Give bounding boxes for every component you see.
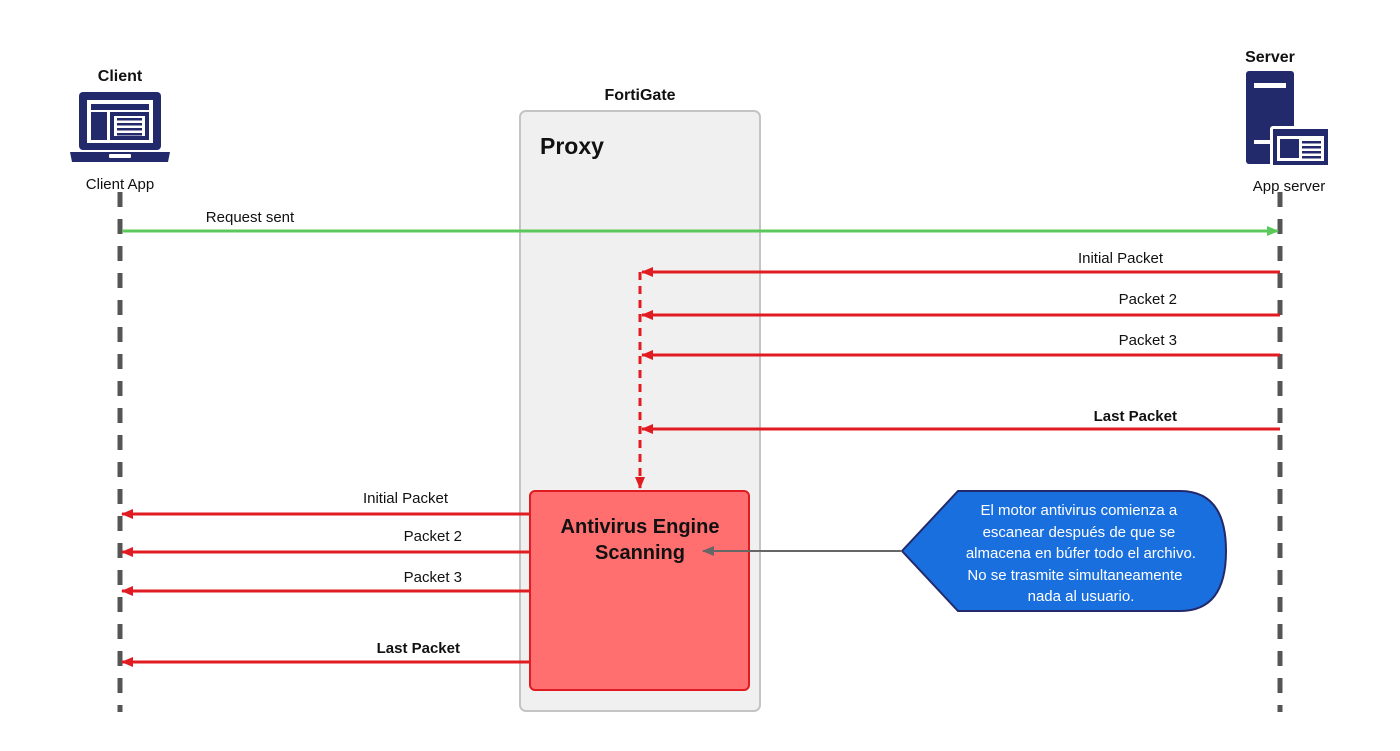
incoming-packet-label: Initial Packet [1078, 250, 1164, 267]
fortigate-heading: FortiGate [604, 87, 675, 104]
callout-line: No se trasmite simultaneamente [967, 567, 1182, 584]
callout-text: El motor antivirus comienza a escanear d… [966, 502, 1200, 605]
server-heading: Server [1245, 49, 1295, 66]
callout-line: nada al usuario. [1028, 588, 1135, 605]
callout-line: almacena en búfer todo el archivo. [966, 545, 1196, 562]
outgoing-packet-label: Packet 3 [404, 569, 462, 586]
outgoing-packet-label: Initial Packet [363, 490, 449, 507]
laptop-icon [70, 92, 170, 162]
incoming-packet-label: Packet 3 [1119, 332, 1177, 349]
av-engine-title: Antivirus Engine [561, 516, 720, 538]
outgoing-packet-label: Packet 2 [404, 528, 462, 545]
callout-line: escanear después de que se [983, 524, 1176, 541]
incoming-packet-label: Packet 2 [1119, 291, 1177, 308]
callout-line: El motor antivirus comienza a [981, 502, 1178, 519]
server-icon [1246, 71, 1331, 168]
server-caption: App server [1253, 178, 1326, 195]
request-label: Request sent [206, 209, 295, 226]
outgoing-packet-label: Last Packet [377, 640, 460, 657]
incoming-packet-label: Last Packet [1094, 408, 1177, 425]
client-caption: Client App [86, 176, 154, 193]
callout-shape [900, 490, 1228, 612]
av-engine-subtitle: Scanning [595, 542, 685, 564]
client-heading: Client [98, 68, 143, 85]
proxy-label: Proxy [540, 133, 604, 159]
